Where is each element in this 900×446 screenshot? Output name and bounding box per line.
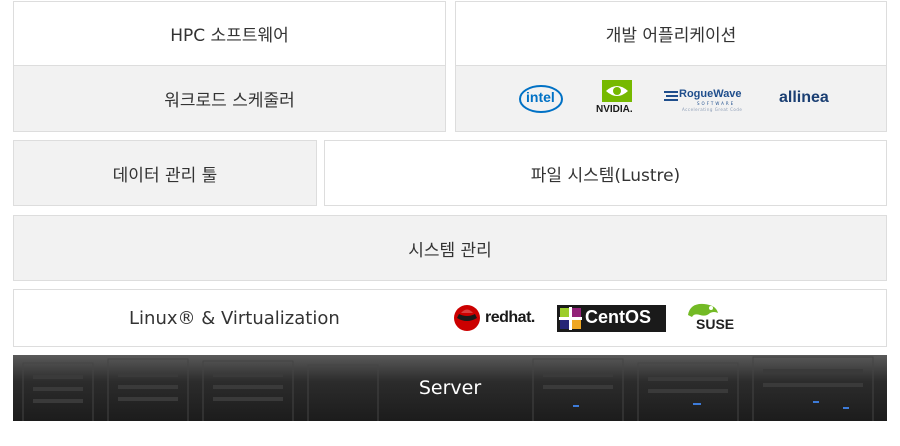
centos-logo: CentOS: [557, 305, 666, 332]
system-mgmt-box: 시스템 관리: [13, 215, 887, 281]
workload-scheduler-box: 워크로드 스케줄러: [13, 65, 446, 132]
centos-emblem-icon: [559, 307, 582, 330]
data-tools-label: 데이터 관리 툴: [112, 165, 218, 186]
intel-text: intel: [526, 89, 555, 105]
hpc-software-label: HPC 소프트웨어: [170, 26, 289, 46]
server-box: Server: [13, 355, 887, 421]
suse-chameleon-icon: [688, 303, 718, 317]
intel-swoosh-icon: [519, 85, 563, 113]
vendor-logos-box: intel NVIDIA. RogueWave SOFTWARE Acceler…: [455, 65, 887, 132]
allinea-logo: allinea: [779, 89, 829, 106]
roguewave-text: RogueWave: [679, 88, 742, 100]
roguewave-logo: RogueWave SOFTWARE Accelerating Great Co…: [664, 88, 756, 114]
os-label: Linux® & Virtualization: [129, 308, 340, 329]
suse-logo: SUSE: [686, 301, 746, 333]
data-tools-box: 데이터 관리 툴: [13, 140, 317, 206]
system-mgmt-label: 시스템 관리: [408, 240, 492, 261]
filesystem-label: 파일 시스템(Lustre): [530, 165, 681, 186]
os-box: Linux® & Virtualization redhat. CentOS S…: [13, 289, 887, 347]
workload-scheduler-label: 워크로드 스케줄러: [164, 91, 295, 111]
suse-text: SUSE: [696, 316, 735, 332]
roguewave-sub-text: SOFTWARE: [697, 101, 736, 106]
dev-apps-label: 개발 어플리케이션: [605, 26, 737, 46]
roguewave-lines-icon: [664, 91, 678, 101]
intel-logo: intel: [518, 83, 564, 115]
server-racks-background: [22, 356, 874, 421]
nvidia-text: NVIDIA.: [596, 104, 633, 115]
redhat-shadowman-icon: [454, 305, 480, 331]
redhat-logo: redhat.: [452, 304, 544, 332]
server-label: Server: [418, 377, 482, 399]
hpc-software-box: HPC 소프트웨어: [13, 1, 446, 66]
dev-apps-box: 개발 어플리케이션: [455, 1, 887, 66]
redhat-text: redhat.: [485, 309, 535, 326]
filesystem-box: 파일 시스템(Lustre): [324, 140, 887, 206]
nvidia-logo: NVIDIA.: [593, 80, 643, 120]
nvidia-eye-icon: [602, 80, 632, 102]
roguewave-tagline: Accelerating Great Code: [682, 107, 743, 112]
centos-text: CentOS: [585, 307, 652, 327]
